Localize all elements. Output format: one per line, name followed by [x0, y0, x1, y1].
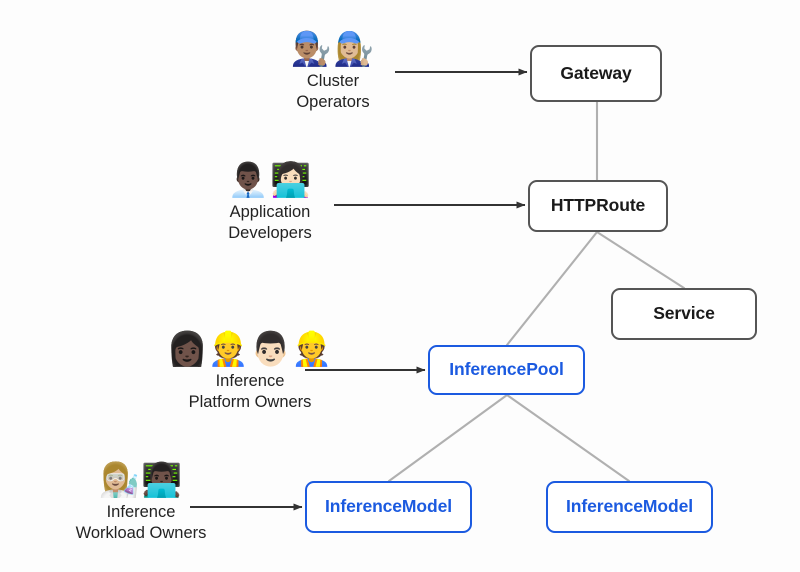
node-service[interactable]: Service [611, 288, 757, 340]
edge-httproute-to-inferencepool [505, 230, 599, 347]
application-developers-emoji-icon: 👨🏿‍💼👩🏻‍💻 [227, 160, 313, 199]
node-inferencemodel-left[interactable]: InferenceModel [305, 481, 472, 533]
persona-application-developers: 👨🏿‍💼👩🏻‍💻 Application Developers [205, 160, 335, 244]
node-gateway[interactable]: Gateway [530, 45, 662, 102]
persona-inference-platform-owners: 👩🏿‍👷👨🏻‍👷 Inference Platform Owners [166, 329, 334, 413]
cluster-operators-label: Cluster Operators [296, 71, 370, 111]
node-gateway-label: Gateway [560, 62, 632, 83]
node-inferencepool-label: InferencePool [449, 359, 564, 380]
edge-inferencepool-to-inferencemodel-left [387, 393, 509, 483]
inference-platform-owners-emoji-icon: 👩🏿‍👷👨🏻‍👷 [166, 329, 334, 368]
inference-workload-owners-emoji-icon: 👩🏼‍🔬👨🏿‍💻 [98, 460, 184, 499]
application-developers-label: Application Developers [228, 202, 312, 242]
edge-inferencepool-to-inferencemodel-right [505, 393, 631, 483]
node-service-label: Service [653, 303, 715, 324]
node-inferencemodel-right[interactable]: InferenceModel [546, 481, 713, 533]
persona-inference-workload-owners: 👩🏼‍🔬👨🏿‍💻 Inference Workload Owners [56, 460, 226, 544]
inference-workload-owners-label: Inference Workload Owners [75, 502, 207, 542]
edge-httproute-to-service [595, 230, 686, 290]
cluster-operators-emoji-icon: 👨🏽‍🔧👩🏼‍🔧 [290, 29, 376, 68]
persona-cluster-operators: 👨🏽‍🔧👩🏼‍🔧 Cluster Operators [268, 29, 398, 113]
node-httproute-label: HTTPRoute [550, 195, 646, 216]
node-inferencepool[interactable]: InferencePool [428, 345, 585, 395]
inference-platform-owners-label: Inference Platform Owners [188, 371, 312, 411]
node-inferencemodel-left-label: InferenceModel [325, 496, 452, 517]
node-httproute[interactable]: HTTPRoute [528, 180, 668, 232]
node-inferencemodel-right-label: InferenceModel [566, 496, 693, 517]
